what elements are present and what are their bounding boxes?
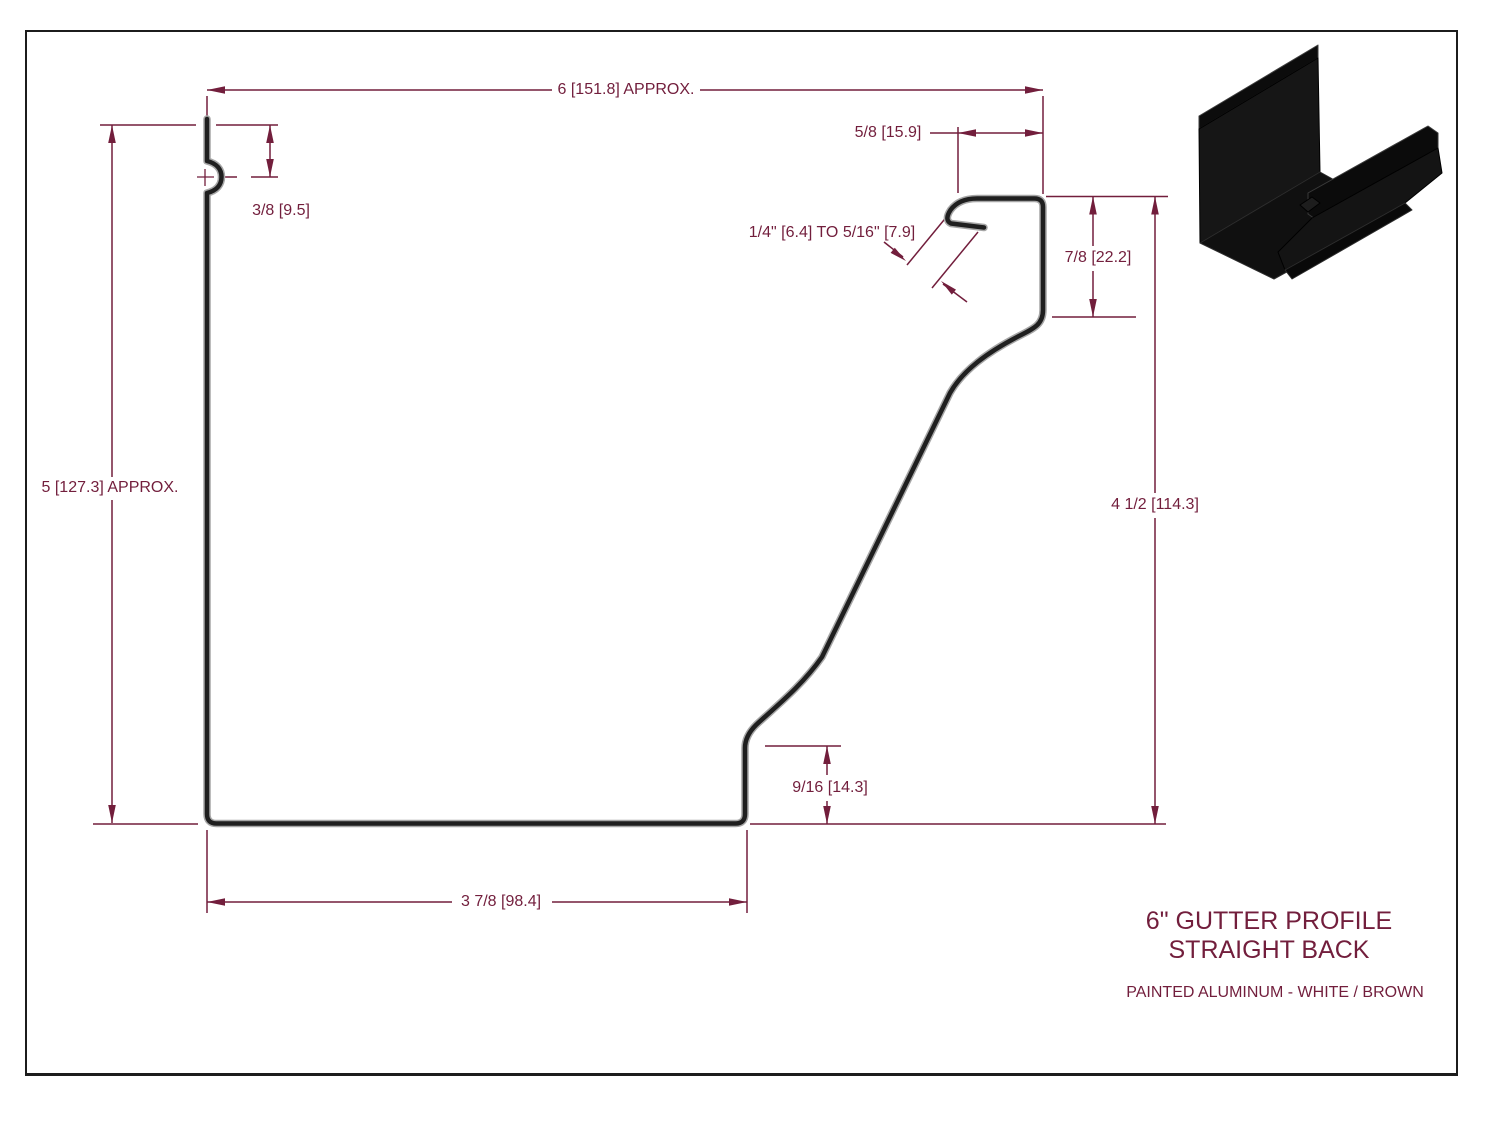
dim-lip-width-label: 5/8 [15.9] [854, 124, 922, 141]
bead-center-mark [197, 169, 214, 186]
drawing-title-line2: STRAIGHT BACK [1168, 936, 1370, 964]
dimension-arrowheads [108, 86, 1159, 906]
profile-outline-path [203, 115, 1047, 828]
drawing-subtitle: PAINTED ALUMINUM - WHITE / BROWN [1126, 984, 1424, 1001]
dim-bottom-width-label: 3 7/8 [98.4] [460, 893, 542, 910]
dim-bead-offset-label: 3/8 [9.5] [252, 202, 310, 219]
dim-top-width-label: 6 [151.8] APPROX. [557, 81, 695, 98]
dimension-lines [111, 89, 1156, 903]
extension-lines [93, 96, 1168, 913]
drawing-title: 6" GUTTER PROFILE STRAIGHT BACK [1146, 907, 1392, 965]
dim-back-height-label: 5 [127.3] APPROX. [41, 479, 179, 496]
gutter-3d-icon [1198, 44, 1443, 280]
dim-curl-gap-label: 1/4" [6.4] TO 5/16" [7.9] [748, 224, 916, 241]
dim-toe-height-label: 9/16 [14.3] [792, 779, 868, 796]
sheet-border [25, 30, 1458, 1076]
dim-front-height-label: 4 1/2 [114.3] [1111, 496, 1199, 513]
dim-lip-height-label: 7/8 [22.2] [1064, 249, 1132, 266]
drawing-title-line1: 6" GUTTER PROFILE [1145, 907, 1393, 935]
